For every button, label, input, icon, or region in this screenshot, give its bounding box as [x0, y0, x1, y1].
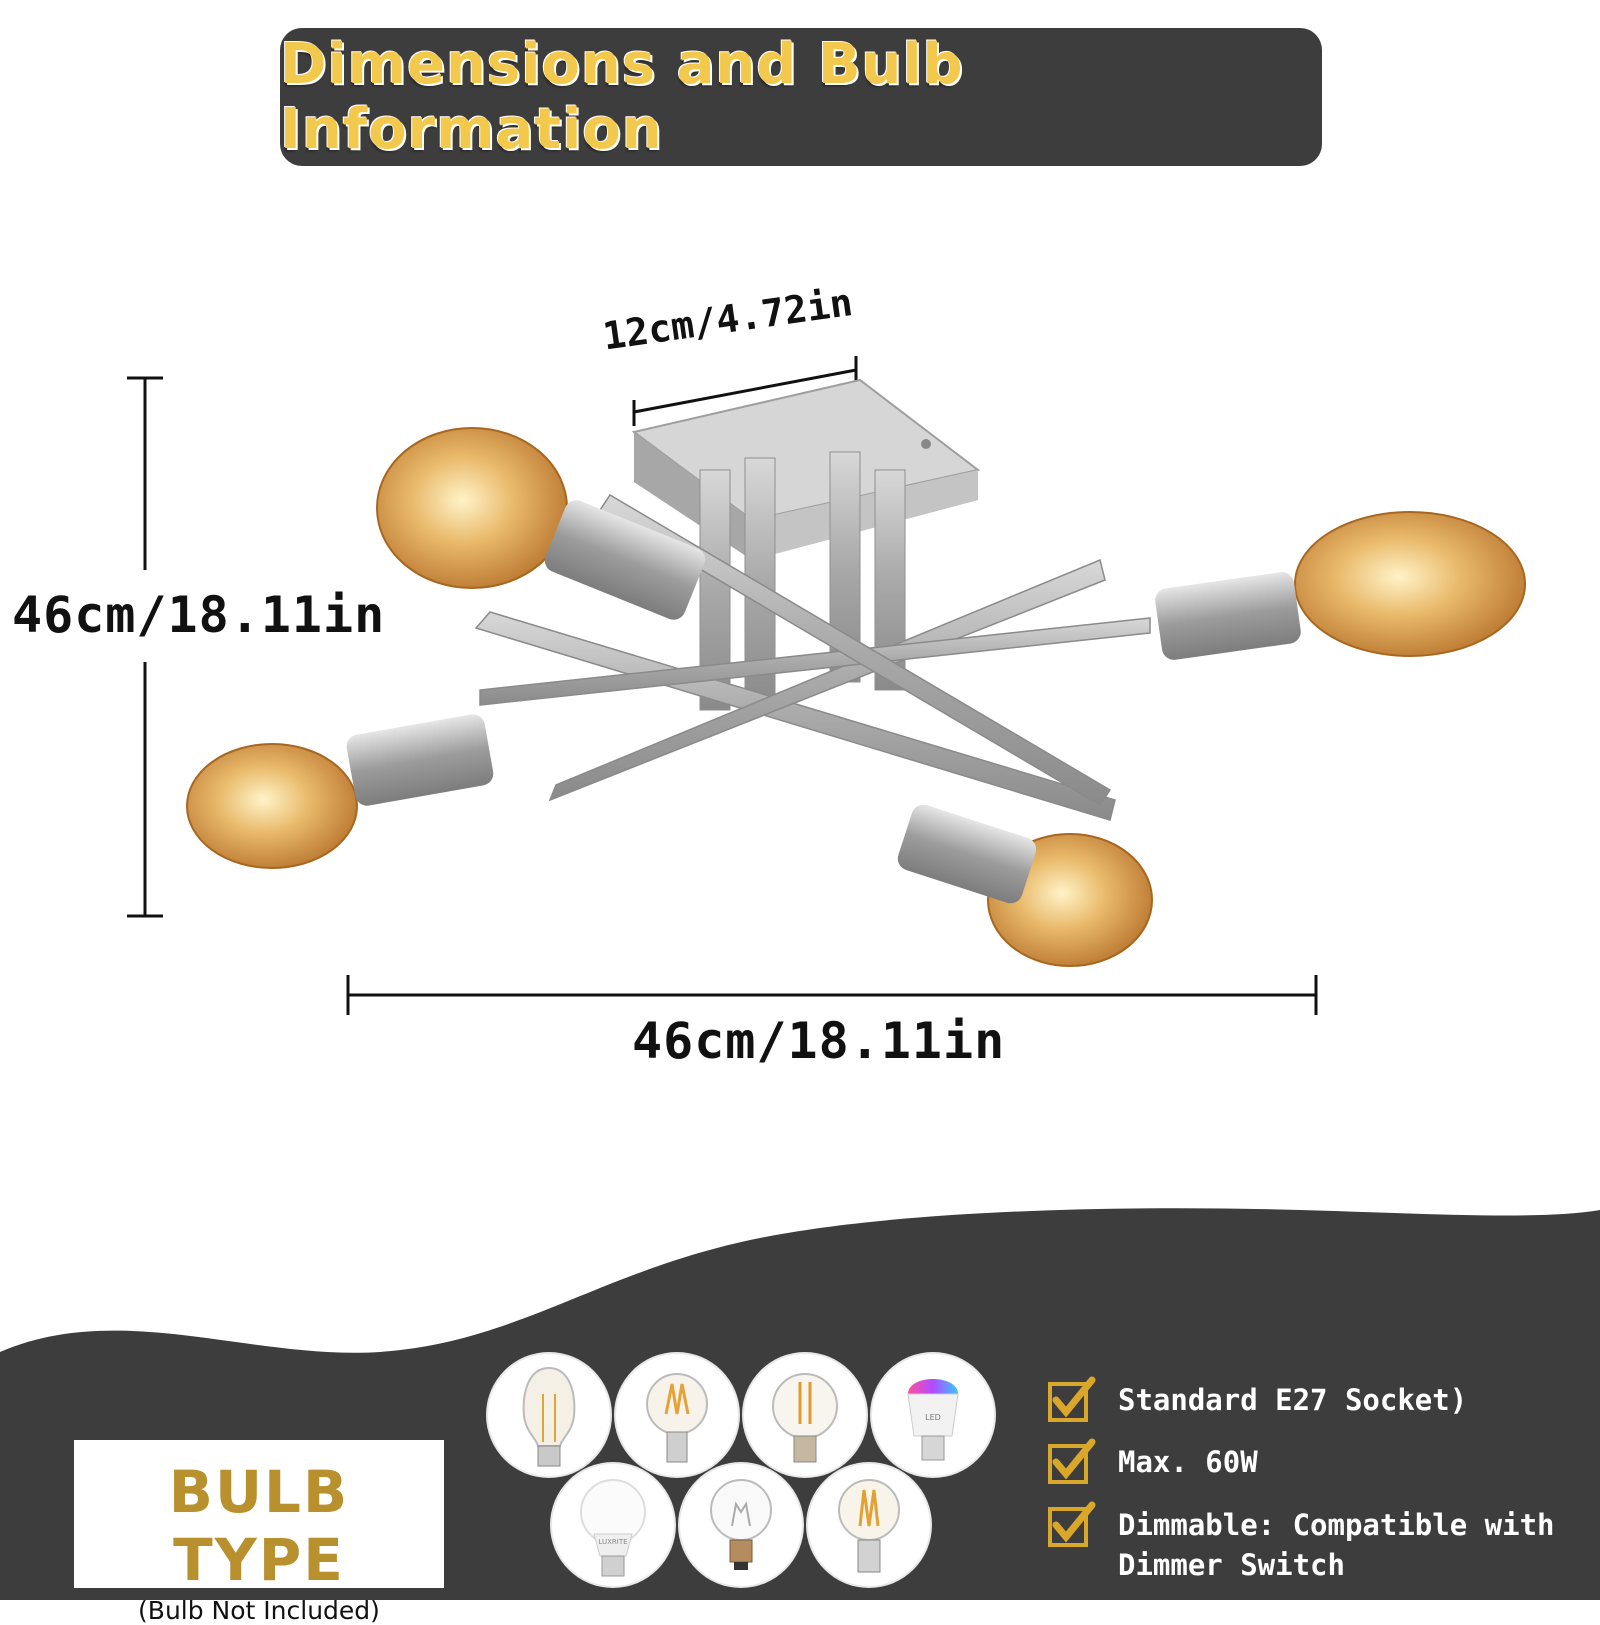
feature-socket: Standard E27 Socket)	[1050, 1380, 1467, 1420]
check-icons	[1048, 1376, 1096, 1547]
bulb-type-title: BULB TYPE	[168, 1458, 350, 1594]
bulb-bottom	[897, 804, 1153, 967]
feature-socket-text: Standard E27 Socket)	[1118, 1383, 1468, 1417]
smart-rgb-bulb-icon: LED	[872, 1354, 994, 1476]
check-icon	[1050, 1380, 1096, 1420]
bulb-type-subtitle: (Bulb Not Included)	[138, 1596, 380, 1625]
arms	[474, 493, 1151, 821]
bulb-right	[1155, 511, 1526, 660]
st64-filament-bulb-icon	[488, 1354, 610, 1476]
canopy	[631, 378, 981, 560]
dimension-lines	[127, 356, 1318, 1015]
incandescent-bulb-icon	[680, 1464, 802, 1586]
led-a19-bulb-icon: LUXRITE	[552, 1464, 674, 1586]
feature-wattage: Max. 60W	[1050, 1442, 1258, 1482]
bulb-type-box: BULB TYPE (Bulb Not Included)	[74, 1440, 444, 1625]
title-banner: Dimensions and Bulb Information	[280, 28, 1322, 166]
g25-filament-bulb-icon	[744, 1354, 866, 1476]
feature-dimmable-line2: Dimmer Switch	[1118, 1548, 1345, 1582]
height-label: 46cm/18.11in	[12, 586, 386, 644]
feature-wattage-text: Max. 60W	[1118, 1445, 1258, 1479]
a19-filament-bulb-icon	[616, 1354, 738, 1476]
feature-dimmable-line1: Dimmable: Compatible with	[1118, 1508, 1555, 1542]
check-icon	[1050, 1505, 1096, 1545]
page-title: Dimensions and Bulb Information	[280, 32, 964, 162]
bulb-top-left	[376, 427, 706, 620]
led-bulb-tiny-label: LUXRITE	[598, 1538, 627, 1546]
width-label: 46cm/18.11in	[632, 1012, 1006, 1070]
bulb-left	[186, 714, 494, 869]
g16-filament-bulb-icon	[808, 1464, 930, 1586]
smart-bulb-tiny-label: LED	[925, 1413, 941, 1422]
feature-dimmable-text: Dimmable: Compatible with Dimmer Switch	[1118, 1505, 1555, 1585]
feature-dimmable: Dimmable: Compatible with Dimmer Switch	[1050, 1505, 1555, 1585]
check-icon	[1050, 1442, 1096, 1482]
